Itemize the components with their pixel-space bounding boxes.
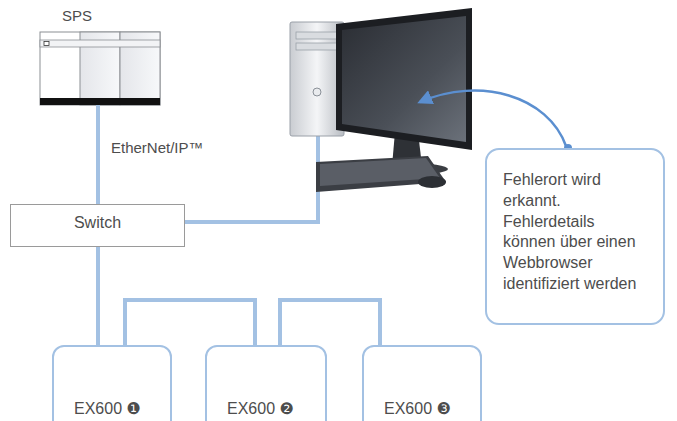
io-module-box: EX600 ❷: [205, 345, 327, 421]
io-module-box: EX600 ❶: [52, 345, 172, 421]
node-text: SPS: [62, 6, 160, 26]
network-connector: [280, 300, 380, 345]
node-text: EX600 ❶: [74, 399, 162, 420]
network-connector: [96, 105, 100, 204]
node-text: Switch: [21, 213, 174, 234]
node-text: Fehlerort wird erkannt. Fehlerdetails kö…: [503, 170, 649, 295]
io-module-box: EX600 ❸: [362, 345, 482, 421]
plc-node: SPS: [40, 6, 160, 105]
callout-pointer: [420, 91, 572, 152]
switch-box: Switch: [10, 204, 185, 247]
node-text: EX600 ❸: [384, 399, 472, 420]
node-text: EX600 ❷: [227, 399, 317, 420]
network-connector: [125, 300, 255, 345]
callout-box: Fehlerort wird erkannt. Fehlerdetails kö…: [485, 148, 665, 325]
edge-label: EtherNet/IP™: [108, 139, 207, 156]
network-connector: [96, 247, 100, 345]
plc-unit: [40, 32, 160, 105]
computer-illustration: [290, 8, 472, 192]
